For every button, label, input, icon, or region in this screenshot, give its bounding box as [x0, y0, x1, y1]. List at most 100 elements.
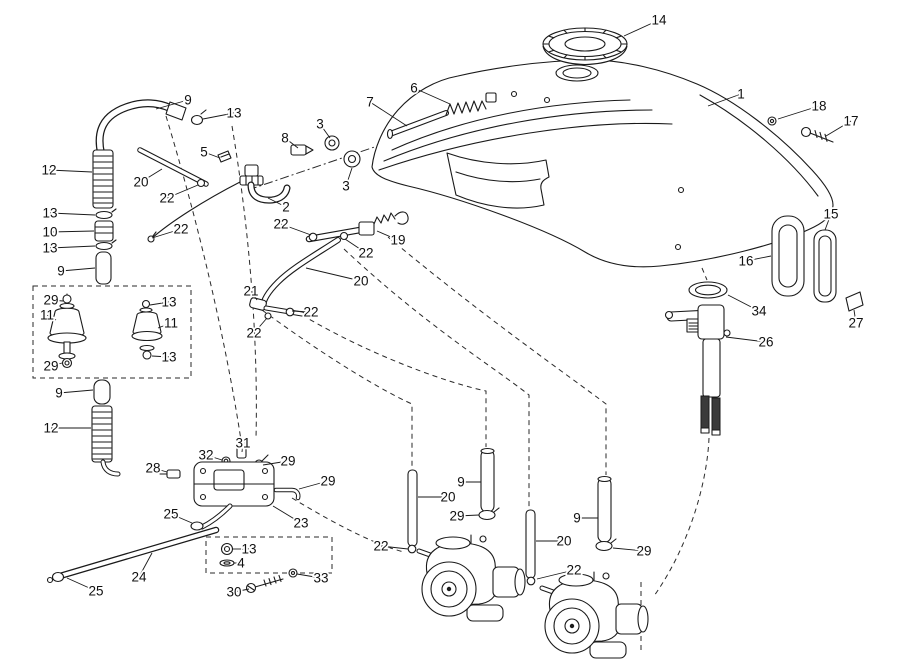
washer — [139, 344, 155, 352]
tank-screw — [674, 243, 682, 251]
callout-label-9: 9 — [57, 264, 65, 279]
hose-9-carb1 — [478, 447, 500, 521]
fuel-pump-23 — [159, 441, 301, 531]
callout-label-29: 29 — [320, 474, 335, 489]
callout-leader-26 — [725, 336, 767, 343]
callout-label-29: 29 — [43, 293, 58, 308]
vent-hose-9-upper — [95, 99, 207, 157]
callout-label-22: 22 — [273, 217, 288, 232]
callout-label-20: 20 — [353, 274, 368, 289]
callout-leader-29 — [50, 299, 64, 302]
callout-leader-15 — [824, 213, 832, 231]
callout-leader-24 — [138, 552, 153, 578]
callout-leader-22 — [536, 569, 575, 580]
callout-label-3: 3 — [316, 117, 324, 132]
callout-leader-32 — [205, 454, 223, 461]
valve-outlet-tube — [711, 397, 721, 433]
valve-body-upper — [697, 304, 725, 340]
connector-19 — [358, 221, 375, 236]
callout-label-14: 14 — [651, 13, 667, 28]
callout-label-25: 25 — [163, 507, 178, 522]
callout-leader-19 — [376, 230, 399, 241]
callout-leader-22 — [166, 184, 199, 199]
clamp-13 — [190, 114, 204, 126]
washer — [139, 307, 153, 313]
washer-3b — [343, 150, 361, 168]
callout-leader-16 — [745, 255, 772, 262]
clamp-22 — [339, 231, 349, 241]
pump-screw — [199, 467, 207, 475]
callout-label-12: 12 — [41, 163, 56, 178]
clamp-22 — [285, 307, 295, 317]
callout-leader-29 — [456, 514, 480, 517]
spring-6 — [445, 92, 497, 116]
callout-label-8: 8 — [281, 131, 289, 146]
tank-groove-lines — [378, 99, 673, 171]
callout-leader-22 — [291, 310, 312, 313]
callout-label-20: 20 — [440, 490, 455, 505]
callout-leader-29 — [50, 362, 63, 367]
spring-end-bolt — [485, 92, 497, 103]
callout-leader-29 — [612, 547, 645, 552]
fitting-28 — [166, 469, 181, 479]
callout-leader-25 — [170, 513, 193, 524]
callout-label-20: 20 — [556, 534, 571, 549]
callout-leader-20 — [305, 267, 362, 282]
pickup-assembly-19 — [305, 211, 409, 243]
callout-leader-11 — [157, 322, 172, 329]
callout-label-7: 7 — [366, 95, 374, 110]
clamp-13-lower — [95, 239, 117, 251]
callout-label-5: 5 — [200, 145, 208, 160]
callout-label-28: 28 — [145, 461, 160, 476]
mount-group-dashed-box — [32, 285, 192, 379]
pump-screw — [199, 493, 207, 501]
callout-label-15: 15 — [823, 207, 838, 222]
callout-leader-3 — [319, 123, 331, 139]
filler-neck — [555, 64, 599, 82]
barb-fitting-8 — [290, 144, 314, 156]
grommet-34 — [688, 281, 728, 299]
rubber-mount-left — [47, 293, 87, 369]
vent-line — [150, 181, 241, 240]
callout-leader-10 — [49, 230, 95, 233]
pump-screw — [261, 493, 269, 501]
callout-leader-20 — [140, 168, 163, 183]
callout-label-13: 13 — [226, 106, 241, 121]
screw-17 — [800, 126, 834, 143]
mount-flange — [131, 330, 163, 342]
tank-recess-inner-line — [455, 171, 541, 183]
hose-20-upper — [137, 147, 209, 188]
callout-leader-22 — [151, 228, 182, 239]
fuel-tank — [371, 59, 834, 268]
clamp-29 — [595, 540, 613, 552]
callout-label-13: 13 — [161, 295, 176, 310]
nut-29 — [61, 357, 73, 369]
bolt-18 — [767, 116, 777, 126]
clamp-13-upper — [95, 208, 117, 220]
clamp-22 — [308, 232, 318, 242]
fuel-tank-body — [371, 59, 834, 268]
callout-label-9: 9 — [184, 93, 192, 108]
callout-leader-13 — [49, 245, 96, 249]
callout-leader-1 — [707, 93, 742, 107]
callout-label-18: 18 — [811, 99, 826, 114]
washer-3a — [324, 135, 340, 151]
callout-label-22: 22 — [246, 326, 261, 341]
ribbed-hose-12-upper — [92, 149, 114, 209]
assembly-dashed-lines — [32, 87, 710, 650]
callout-label-9: 9 — [55, 386, 63, 401]
mount-stud — [63, 341, 71, 354]
fuel-filter-10 — [94, 220, 114, 242]
callout-leader-9 — [58, 389, 94, 394]
callout-leader-12 — [48, 169, 93, 173]
callout-label-17: 17 — [843, 114, 858, 129]
hose-9-short — [95, 251, 112, 285]
valve-side-bolt — [723, 329, 731, 337]
inline-piece-21 — [249, 297, 305, 320]
callout-leader-22 — [280, 223, 312, 236]
ribbed-hose-12-lower — [91, 405, 121, 477]
callout-leader-33 — [296, 573, 322, 579]
callout-label-9: 9 — [573, 511, 581, 526]
callout-leader-13 — [149, 301, 170, 306]
